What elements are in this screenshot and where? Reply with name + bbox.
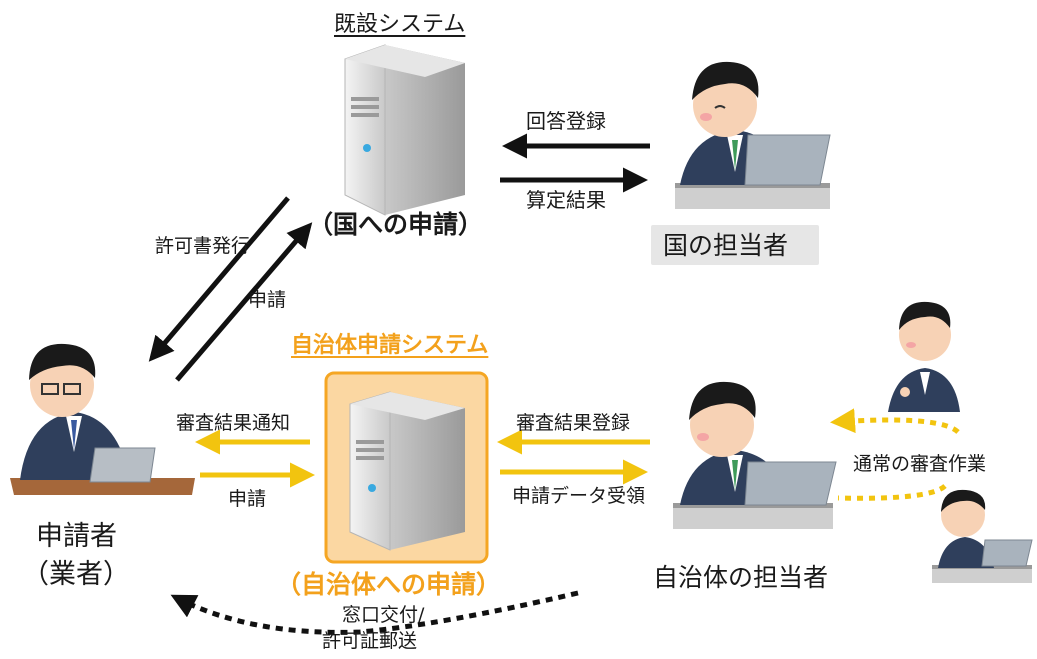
- data-receipt-label: 申請データ受領: [512, 485, 646, 507]
- municipal-officer-icon: [673, 381, 837, 529]
- delivery-label-line2: 許可証郵送: [322, 630, 418, 652]
- applicant-label-line1: 申請者: [36, 521, 117, 552]
- existing-system-server-icon: [344, 44, 465, 216]
- review-notification-label: 審査結果通知: [176, 412, 291, 434]
- existing-system-caption: （国への申請）: [308, 210, 484, 239]
- apply-national-label: 申請: [248, 289, 287, 311]
- review-loop-lower: [837, 483, 947, 501]
- applicant-icon: [10, 343, 195, 495]
- review-work-label: 通常の審査作業: [853, 453, 987, 475]
- municipal-system-title: 自治体申請システム: [291, 333, 489, 358]
- calculation-result-label: 算定結果: [526, 188, 606, 212]
- national-officer-icon: [675, 61, 831, 209]
- reviewer-2-icon: [932, 489, 1033, 583]
- answer-registration-label: 回答登録: [526, 109, 606, 133]
- applicant-label-line2: （業者）: [22, 559, 130, 590]
- arrow-apply-national: [175, 222, 313, 382]
- review-loop-upper: [830, 408, 960, 434]
- permit-issued-label: 許可書発行: [155, 235, 251, 257]
- review-registration-label: 審査結果登録: [516, 412, 631, 434]
- arrow-permit-issued: [148, 196, 290, 362]
- municipal-system-server-icon: [349, 391, 465, 551]
- delivery-label-line1: 窓口交付/: [342, 604, 425, 626]
- municipal-system-caption: （自治体への申請）: [276, 570, 502, 599]
- arrow-delivery: [170, 590, 579, 635]
- apply-municipal-label: 申請: [228, 488, 267, 510]
- existing-system-title: 既設システム: [334, 12, 466, 37]
- reviewer-1-icon: [888, 301, 960, 412]
- municipal-officer-label: 自治体の担当者: [653, 563, 829, 592]
- national-officer-label: 国の担当者: [663, 231, 789, 260]
- national-officer-label-box: [651, 225, 819, 265]
